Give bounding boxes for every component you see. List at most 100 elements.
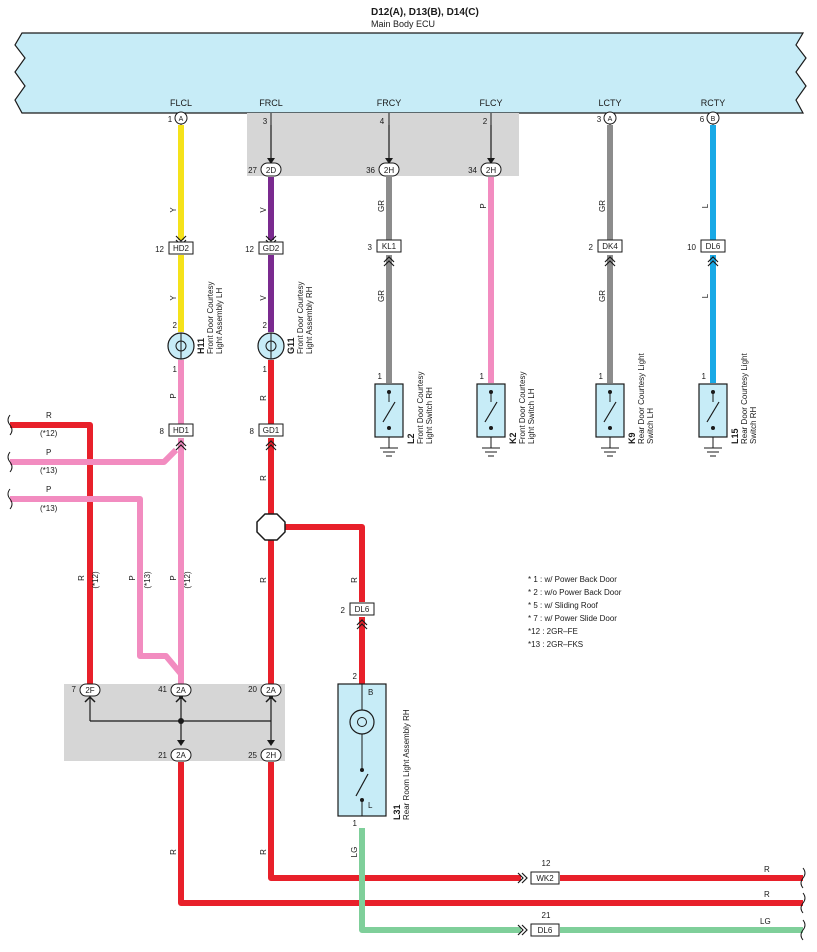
svg-text:R: R	[77, 575, 86, 581]
jc-2H-36: 36 2H	[366, 162, 400, 177]
svg-text:Y: Y	[169, 295, 178, 301]
svg-text:2: 2	[589, 243, 594, 252]
break-marks-right	[800, 867, 806, 941]
svg-text:8: 8	[250, 427, 255, 436]
svg-text:(*13): (*13)	[40, 504, 58, 513]
svg-text:P: P	[479, 203, 488, 208]
svg-text:V: V	[259, 295, 268, 301]
svg-text:2: 2	[341, 606, 346, 615]
ecu-name: Main Body ECU	[371, 19, 435, 29]
svg-text:P: P	[46, 485, 51, 494]
svg-text:36: 36	[366, 166, 375, 175]
svg-text:R: R	[259, 849, 268, 855]
svg-text:KL1: KL1	[382, 242, 397, 251]
svg-text:R: R	[169, 849, 178, 855]
ecu-terminal-LCTY: LCTY 3 A	[597, 98, 622, 125]
svg-text:1: 1	[480, 372, 485, 381]
svg-text:34: 34	[468, 166, 477, 175]
svg-text:(*12): (*12)	[183, 571, 192, 589]
svg-text:1: 1	[702, 372, 707, 381]
svg-text:(*13): (*13)	[40, 466, 58, 475]
svg-text:FRCL: FRCL	[259, 98, 283, 108]
svg-text:(*12): (*12)	[40, 429, 58, 438]
svg-text:25: 25	[248, 751, 257, 760]
svg-text:L31: L31	[392, 804, 402, 820]
svg-text:WK2: WK2	[536, 874, 554, 883]
svg-text:DL6: DL6	[355, 605, 370, 614]
legend-item: * 7 : w/ Power Slide Door	[528, 614, 617, 623]
svg-text:3: 3	[597, 115, 602, 124]
svg-text:Light Switch RH: Light Switch RH	[425, 387, 434, 444]
svg-text:2H: 2H	[384, 166, 394, 175]
svg-text:GD2: GD2	[263, 244, 280, 253]
svg-text:LCTY: LCTY	[598, 98, 621, 108]
junction-arrows-upper	[267, 158, 495, 164]
svg-text:K9: K9	[627, 432, 637, 444]
svg-text:Front Door Courtesy: Front Door Courtesy	[518, 372, 527, 444]
svg-text:Front Door Courtesy: Front Door Courtesy	[296, 282, 305, 354]
svg-text:Rear Door Courtesy Light: Rear Door Courtesy Light	[740, 353, 749, 444]
svg-text:Light Assembly LH: Light Assembly LH	[215, 288, 224, 354]
svg-text:1: 1	[173, 365, 178, 374]
lamp-G11: 2 1 G11 Front Door Courtesy Light Assemb…	[257, 282, 314, 374]
main-body-ecu	[14, 32, 807, 114]
svg-text:R: R	[259, 475, 268, 481]
svg-text:Switch LH: Switch LH	[646, 408, 655, 444]
svg-text:21: 21	[542, 911, 551, 920]
svg-text:K2: K2	[508, 432, 518, 444]
ecu-terminal-RCTY: RCTY 6 B	[700, 98, 725, 125]
ecu-terminal-FLCL: FLCL 1 A	[168, 98, 192, 125]
svg-text:3: 3	[368, 243, 373, 252]
svg-text:27: 27	[248, 166, 257, 175]
svg-text:P: P	[128, 575, 137, 580]
svg-text:1: 1	[168, 115, 173, 124]
svg-text:P: P	[169, 393, 178, 398]
svg-text:L: L	[701, 203, 710, 208]
legend-item: *13 : 2GR–FKS	[528, 640, 583, 649]
connector-GD2: 12 GD2	[245, 235, 284, 255]
svg-text:Rear Room Light Assembly RH: Rear Room Light Assembly RH	[402, 709, 411, 820]
svg-text:Switch RH: Switch RH	[749, 406, 758, 444]
svg-text:GR: GR	[598, 200, 607, 212]
connector-HD1: 8 HD1	[160, 423, 194, 451]
ecu-terminal-FRCL: FRCL 3	[259, 98, 283, 126]
svg-text:2A: 2A	[266, 686, 276, 695]
legend-item: * 2 : w/o Power Back Door	[528, 588, 622, 597]
jc-2H-25: 25 2H	[248, 740, 282, 762]
svg-text:R: R	[350, 577, 359, 583]
svg-text:R: R	[46, 411, 52, 420]
svg-text:12: 12	[245, 245, 254, 254]
svg-text:6: 6	[700, 115, 705, 124]
svg-text:8: 8	[160, 427, 165, 436]
svg-text:DK4: DK4	[602, 242, 618, 251]
svg-text:L2: L2	[406, 433, 416, 444]
svg-text:Light Assembly RH: Light Assembly RH	[305, 286, 314, 354]
connector-DL6-top: 10 DL6	[687, 239, 726, 267]
switch-L15: 1 L15 Rear Door Courtesy Light Switch RH	[698, 353, 758, 457]
svg-text:P: P	[46, 448, 51, 457]
svg-text:GR: GR	[377, 290, 386, 302]
left-feed-labels: R (*12) P (*13) P (*13)	[40, 411, 58, 513]
note-tags: (*12) (*13) (*12)	[91, 571, 192, 589]
svg-text:1: 1	[263, 365, 268, 374]
svg-text:DL6: DL6	[706, 242, 721, 251]
connector-GD1: 8 GD1	[250, 423, 284, 451]
svg-text:V: V	[259, 207, 268, 213]
svg-text:Light Switch LH: Light Switch LH	[527, 388, 536, 444]
svg-text:2: 2	[483, 117, 488, 126]
svg-text:R: R	[764, 865, 770, 874]
jc-2H-34: 34 2H	[468, 162, 502, 177]
svg-text:(*13): (*13)	[143, 571, 152, 589]
svg-text:7: 7	[72, 685, 77, 694]
svg-text:A: A	[608, 116, 613, 123]
junction-dot	[178, 718, 184, 724]
jc-2A-41: 41 2A	[158, 683, 192, 703]
legend-item: * 1 : w/ Power Back Door	[528, 575, 617, 584]
svg-text:2: 2	[263, 321, 268, 330]
svg-text:1: 1	[353, 819, 358, 828]
svg-text:2F: 2F	[85, 686, 94, 695]
jc-2D-27: 27 2D	[248, 162, 282, 177]
svg-text:L: L	[701, 293, 710, 298]
svg-text:H11: H11	[196, 338, 206, 354]
